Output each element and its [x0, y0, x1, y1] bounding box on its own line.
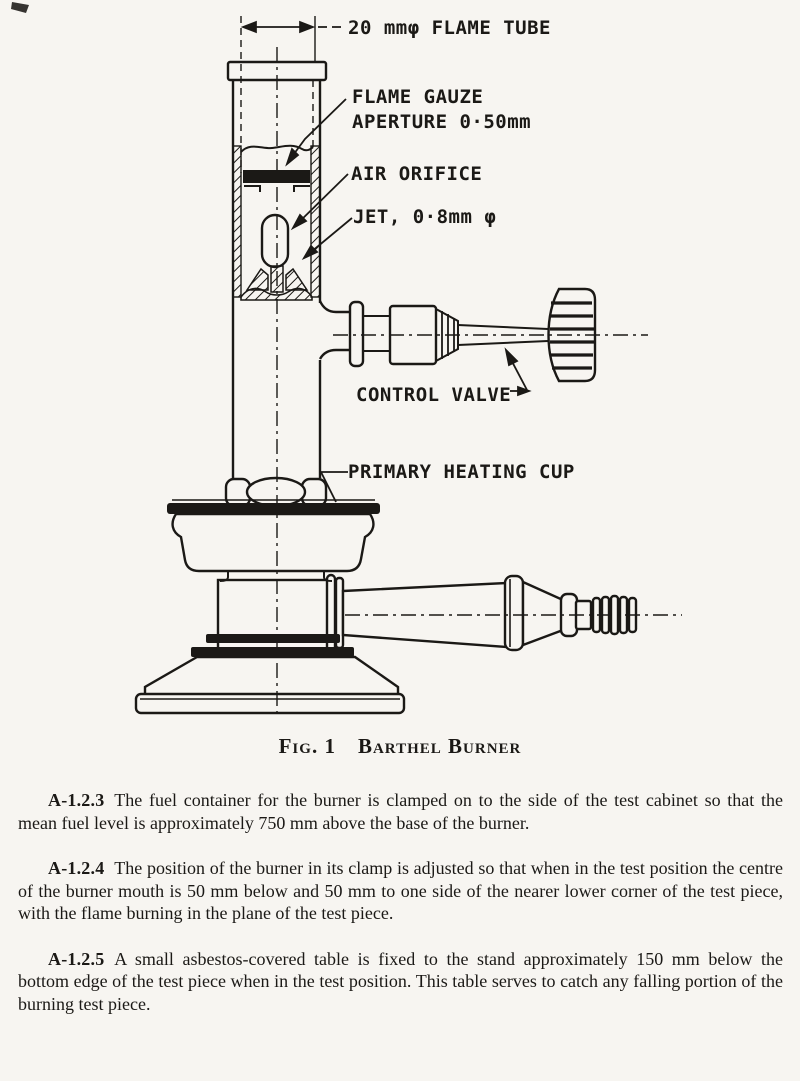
knob-knurling [550, 301, 594, 370]
clause-text: The position of the burner in its clamp … [18, 858, 783, 923]
jet-seat-right [285, 267, 309, 291]
base-cone [143, 655, 400, 697]
nut-ball [245, 476, 307, 508]
tube-wall-hatch-left [232, 145, 242, 298]
figure-number: Fig. 1 [278, 734, 336, 758]
clause-number: A-1.2.4 [48, 858, 105, 878]
label-control-valve: CONTROL VALVE [356, 384, 511, 406]
base-band-lower [191, 647, 354, 657]
tube-wall-hatch-right [310, 145, 321, 298]
valve-flange [348, 300, 365, 368]
clause-number: A-1.2.5 [48, 948, 105, 969]
clause-number: A-1.2.3 [48, 790, 105, 810]
handle-ring [503, 574, 525, 652]
label-primary-heating-cup: PRIMARY HEATING CUP [348, 461, 575, 483]
label-flame-tube: 20 mmφ FLAME TUBE [348, 17, 551, 39]
burner-structure [134, 60, 638, 715]
label-aperture: APERTURE 0·50mm [352, 111, 531, 133]
base-plate [134, 692, 406, 715]
clause-text: A small asbestos-covered table is fixed … [18, 948, 783, 1014]
label-leaders [285, 98, 532, 503]
barthel-burner-diagram: 20 mmφ FLAME TUBE FLAME GAUZE APERTURE 0… [11, 2, 682, 716]
label-flame-gauze: FLAME GAUZE [352, 86, 483, 108]
diagram-labels: 20 mmφ FLAME TUBE FLAME GAUZE APERTURE 0… [348, 17, 575, 483]
jet-body [260, 213, 290, 269]
scan-artifact [11, 2, 29, 13]
heating-cup [171, 512, 375, 573]
jet-seat-left [245, 267, 269, 291]
figure-caption: Fig. 1 Barthel Burner [0, 734, 800, 759]
dimension-20mm [240, 20, 346, 34]
centre-lines [240, 16, 682, 716]
inlet-cone [521, 580, 565, 647]
burner-details [140, 80, 594, 700]
figure-title: Barthel Burner [357, 734, 522, 758]
label-air-orifice: AIR ORIFICE [351, 163, 482, 185]
cup-plate [167, 503, 380, 514]
dark-parts [167, 170, 380, 657]
label-jet: JET, 0·8mm φ [353, 206, 496, 228]
jet-stem [270, 265, 284, 293]
flame-gauze-bar [243, 170, 310, 183]
inlet-rib [609, 594, 620, 636]
base-band-upper [206, 634, 340, 643]
clause-text: The fuel container for the burner is cla… [18, 790, 783, 833]
